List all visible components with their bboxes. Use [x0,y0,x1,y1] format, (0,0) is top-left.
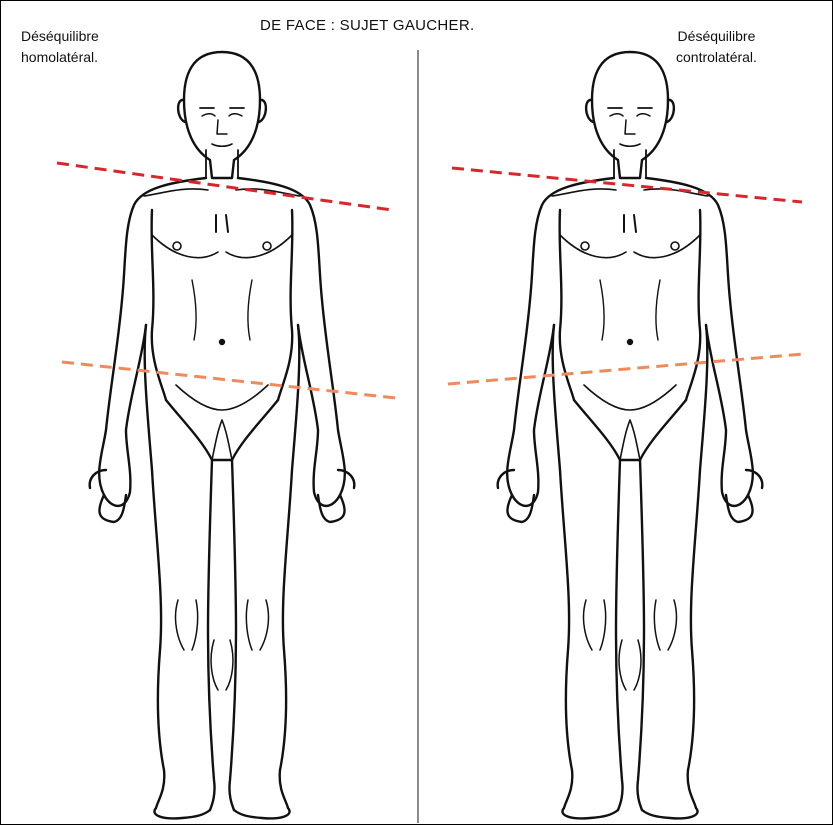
right-pelvis-line [448,354,804,384]
left-body-figure [90,52,355,818]
right-body-figure [498,52,763,818]
